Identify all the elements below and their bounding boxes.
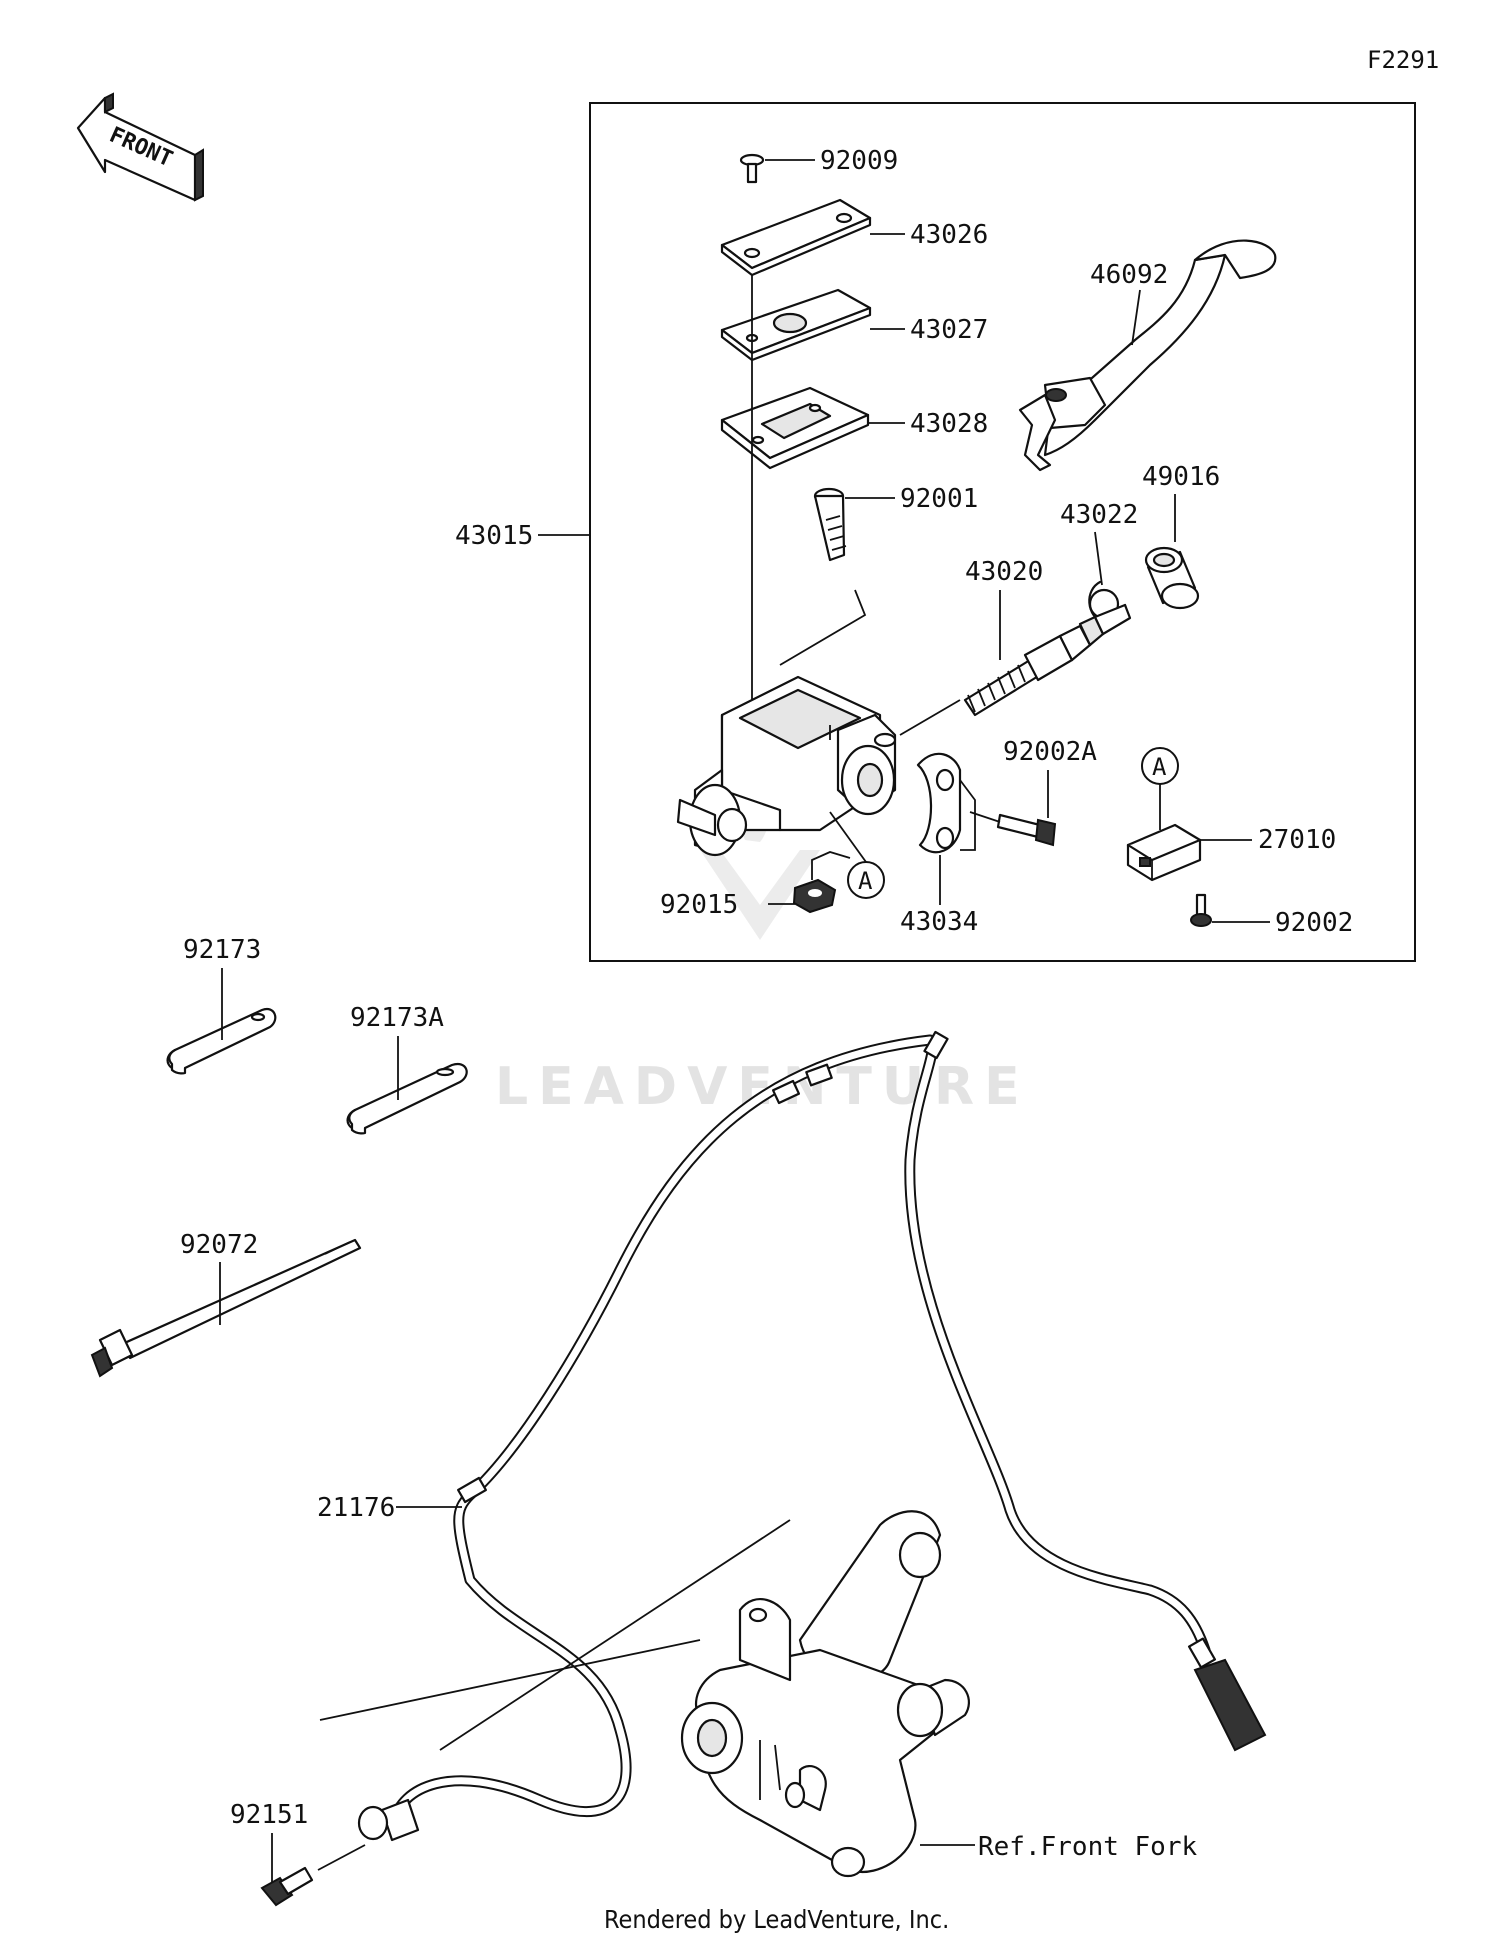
label-43015: 43015 (455, 521, 533, 551)
part-master-cylinder-body[interactable] (676, 675, 897, 857)
part-92173A-band[interactable] (346, 1062, 468, 1135)
part-92002-screw[interactable] (1190, 893, 1212, 927)
ref-front-fork-label: Ref.Front Fork (978, 1832, 1197, 1862)
part-43028-diaphragm[interactable] (720, 386, 870, 470)
diagram-id: F2291 (1367, 46, 1439, 74)
callout-a-1: A (847, 861, 885, 899)
svg-text:A: A (1152, 753, 1167, 781)
part-92151-bolt[interactable] (260, 1866, 314, 1907)
front-fork-bracket (680, 1510, 971, 1878)
label-27010: 27010 (1258, 825, 1336, 855)
front-arrow-icon: FRONT (76, 92, 204, 202)
part-92015-nut[interactable] (792, 878, 837, 914)
part-21176-sensor-harness[interactable] (357, 1030, 1267, 1842)
part-43027-diaphragm-plate[interactable] (720, 288, 872, 362)
label-92001: 92001 (900, 484, 978, 514)
label-43026: 43026 (910, 220, 988, 250)
part-92001-pivot-bolt[interactable] (813, 487, 847, 562)
part-92009-screw[interactable] (739, 153, 765, 184)
part-46092-clutch-lever[interactable] (1018, 239, 1277, 472)
svg-text:A: A (858, 867, 873, 895)
label-92151: 92151 (230, 1800, 308, 1830)
label-92072: 92072 (180, 1230, 258, 1260)
label-43022: 43022 (1060, 500, 1138, 530)
label-43020: 43020 (965, 557, 1043, 587)
label-49016: 49016 (1142, 462, 1220, 492)
label-92009: 92009 (820, 146, 898, 176)
label-92015: 92015 (660, 890, 738, 920)
label-21176: 21176 (317, 1493, 395, 1523)
part-43034-clamp[interactable] (916, 752, 962, 854)
master-cylinder-assembly-box (589, 102, 1416, 962)
label-92173: 92173 (183, 935, 261, 965)
label-92002: 92002 (1275, 908, 1353, 938)
label-92002A: 92002A (1003, 737, 1097, 767)
label-92173A: 92173A (350, 1003, 444, 1033)
part-49016-bushing[interactable] (1144, 546, 1200, 610)
watermark-text: LEADVENTURE (495, 1057, 1030, 1117)
part-43026-reservoir-cap[interactable] (720, 198, 872, 277)
label-46092: 46092 (1090, 260, 1168, 290)
label-43028: 43028 (910, 409, 988, 439)
part-92072-cable-tie[interactable] (90, 1238, 362, 1378)
label-43027: 43027 (910, 315, 988, 345)
part-92002A-clamp-bolt[interactable] (996, 813, 1057, 847)
label-43034: 43034 (900, 907, 978, 937)
part-43020-piston-spring[interactable] (963, 603, 1132, 717)
footer-credit: Rendered by LeadVenture, Inc. (604, 1905, 949, 1934)
part-27010-clutch-switch[interactable] (1126, 823, 1202, 882)
callout-a-2: A (1141, 747, 1179, 785)
